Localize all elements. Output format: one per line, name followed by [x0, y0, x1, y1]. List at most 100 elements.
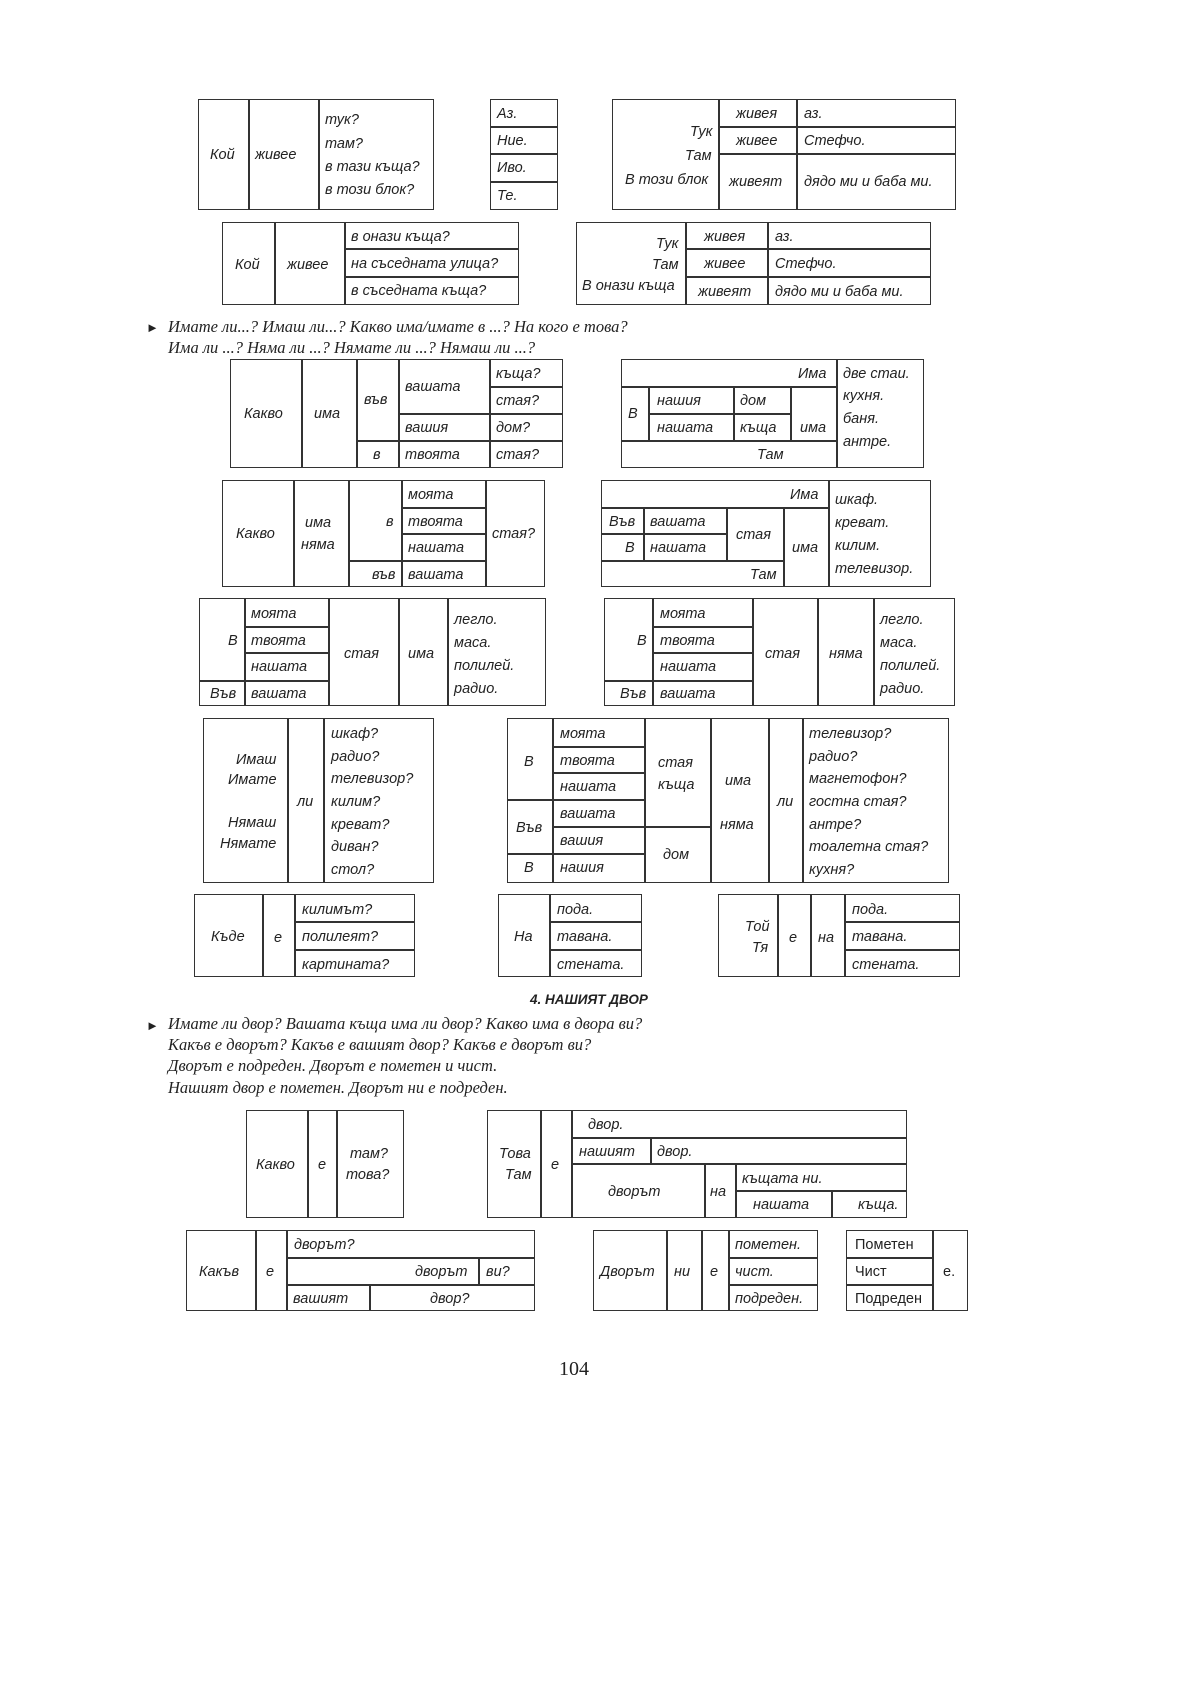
cell: вашата: [650, 514, 706, 530]
cell: Имаш: [236, 752, 277, 768]
cell: нашата: [408, 540, 465, 556]
cell: в тази къща?: [325, 159, 420, 175]
cell: В: [628, 406, 638, 422]
cell: креват?: [331, 817, 390, 833]
cell: вашия: [560, 833, 604, 849]
cell: е: [710, 1264, 719, 1280]
cell: стая: [765, 646, 800, 662]
cell: пода.: [852, 902, 889, 918]
cell: радио?: [331, 749, 380, 765]
table-in-room-there-is-not: [604, 598, 955, 706]
cell: в съседната къща?: [351, 283, 487, 299]
cell: там?: [325, 136, 363, 152]
cell: в: [386, 514, 394, 530]
cell: Това: [499, 1146, 531, 1162]
cell: живеят: [698, 284, 752, 300]
cell: легло.: [880, 612, 924, 628]
cell: Нямате: [220, 836, 277, 852]
cell: Във: [516, 820, 543, 836]
cell: вашата: [251, 686, 307, 702]
cell: моята: [560, 726, 606, 742]
cell: В: [228, 633, 238, 649]
cell: шкаф.: [835, 492, 879, 508]
cell: килим.: [835, 538, 881, 554]
table-adjective-is: [846, 1230, 968, 1311]
prompt-line: Нашият двор е пометен. Дворът ни е подре…: [168, 1078, 508, 1097]
cell: В: [625, 540, 635, 556]
cell: Какво: [236, 526, 275, 542]
cell: къщата ни.: [742, 1171, 823, 1187]
cell: моята: [660, 606, 706, 622]
cell: стая?: [492, 526, 536, 542]
cell: гостна стая?: [809, 794, 907, 810]
cell: антре?: [809, 817, 862, 833]
cell: ни: [674, 1264, 691, 1280]
prompt-line: Дворът е подреден. Дворът е пометен и чи…: [168, 1056, 498, 1075]
cell: твоята: [405, 447, 460, 463]
cell: живеят: [729, 174, 783, 190]
table-who-lives-2: [222, 222, 519, 305]
cell: твоята: [560, 753, 615, 769]
cell: там?: [350, 1146, 388, 1162]
cell: вашата: [660, 686, 716, 702]
cell: кухня?: [809, 862, 855, 878]
cell: Има: [790, 487, 819, 503]
cell: нашата: [650, 540, 707, 556]
cell: пометен.: [735, 1237, 802, 1253]
prompt-line: Имате ли двор? Вашата къща има ли двор? …: [168, 1014, 643, 1033]
cell: Иво.: [497, 160, 527, 176]
cell: аз.: [775, 229, 794, 245]
table-what-has-room: [222, 480, 545, 587]
cell: на: [818, 930, 835, 946]
cell: Нямаш: [228, 815, 277, 831]
cell: има: [314, 406, 341, 422]
cell: В: [524, 754, 534, 770]
table-we-have: [621, 359, 924, 468]
cell: дядо ми и баба ми.: [775, 284, 904, 300]
cell: Там: [750, 567, 777, 583]
cell: къща.: [858, 1197, 899, 1213]
cell: нашата: [251, 659, 308, 675]
cell: кухня.: [843, 388, 885, 404]
cell: няма: [720, 817, 754, 833]
cell: В онази къща: [582, 278, 675, 294]
cell: дворът: [608, 1184, 661, 1200]
cell: чист.: [735, 1264, 774, 1280]
cell: във: [372, 567, 396, 583]
cell: Имате: [228, 772, 277, 788]
cell: магнетофон?: [809, 771, 907, 787]
table-what-kind-of-yard: [186, 1230, 535, 1311]
cell: Кой: [235, 257, 260, 273]
cell: вашият: [293, 1291, 349, 1307]
cell: нашия: [657, 393, 701, 409]
cell: маса.: [454, 635, 492, 651]
cell: дом: [663, 847, 690, 863]
cell: На: [514, 929, 533, 945]
cell: аз.: [804, 106, 823, 122]
cell: нашият: [579, 1144, 635, 1160]
cell: В този блок: [625, 172, 709, 188]
cell: ли: [297, 794, 314, 810]
cell: твоята: [660, 633, 715, 649]
cell: на съседната улица?: [351, 256, 499, 272]
cell: Тук: [656, 236, 679, 252]
cell: Къде: [211, 929, 245, 945]
cell: баня.: [843, 411, 879, 427]
cell: моята: [408, 487, 454, 503]
table-in-room-there-is: [199, 598, 546, 706]
cell: има: [408, 646, 435, 662]
prompt-line: Какъв е дворът? Какъв е вашият двор? Как…: [168, 1035, 592, 1054]
cell: дом?: [496, 420, 531, 436]
cell: вашия: [405, 420, 449, 436]
cell: къща?: [496, 366, 541, 382]
cell: Подреден: [855, 1291, 922, 1307]
cell: нашата: [660, 659, 717, 675]
cell: телевизор?: [331, 771, 414, 787]
cell: двор.: [657, 1144, 693, 1160]
cell: Пометен: [855, 1237, 914, 1253]
cell: подреден.: [735, 1291, 804, 1307]
cell: телевизор.: [835, 561, 914, 577]
cell: е: [266, 1264, 275, 1280]
cell: Там: [505, 1167, 532, 1183]
cell: тоалетна стая?: [809, 839, 929, 855]
